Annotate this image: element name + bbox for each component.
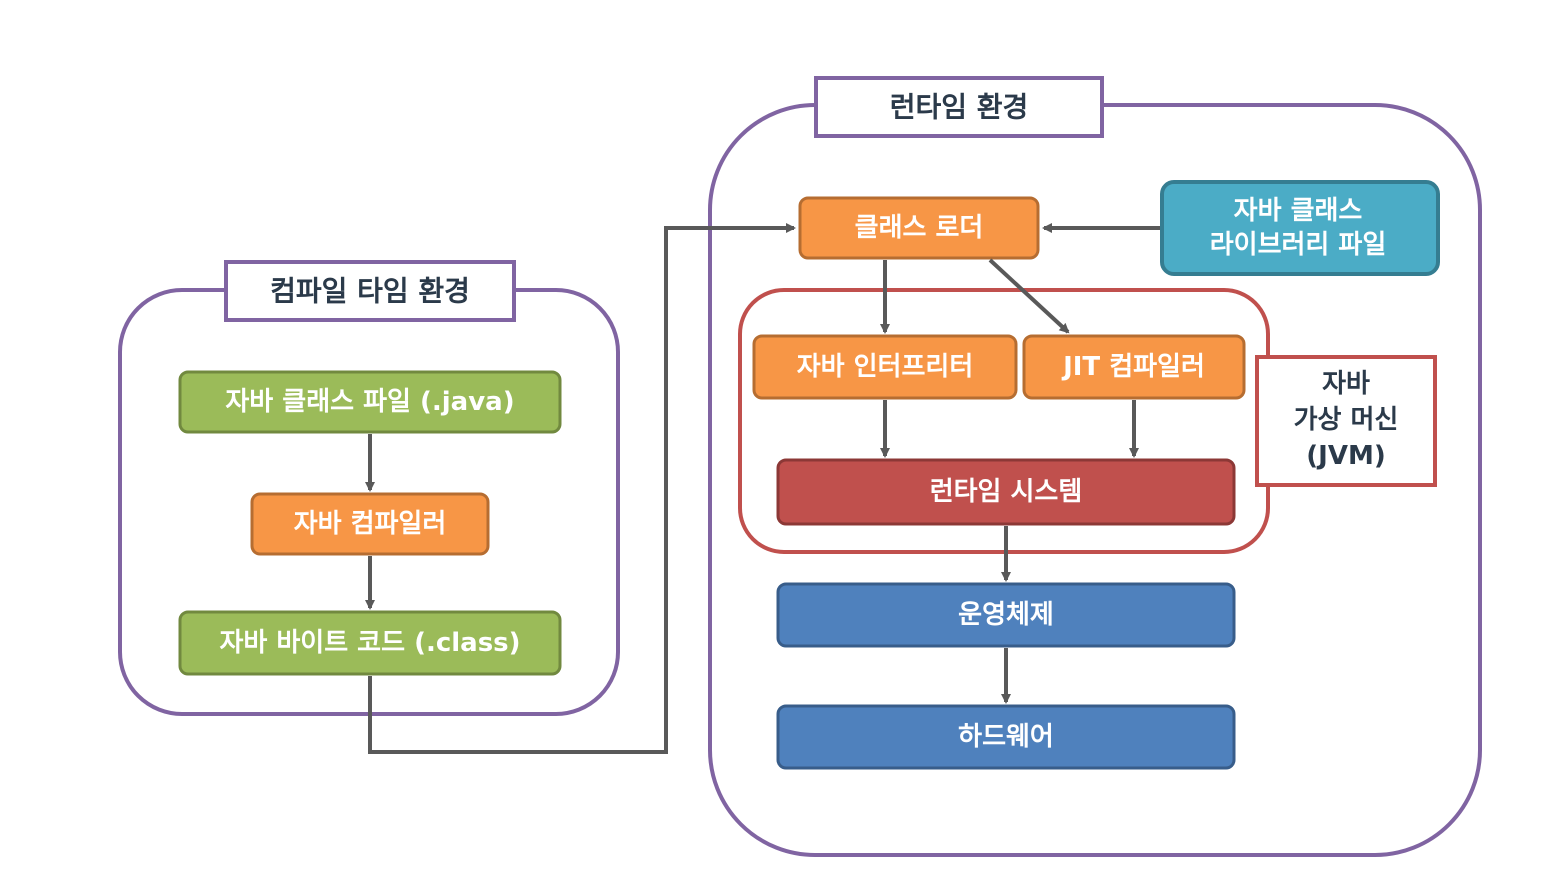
arrow-bytecode-to-class-loader: [368, 223, 796, 754]
jvm-label-line2: 가상 머신: [1294, 405, 1399, 435]
jit-compiler-label: JIT 컴파일러: [1061, 352, 1205, 382]
java-source-file-label: 자바 클래스 파일 (.java): [225, 387, 514, 417]
class-library-box: [1160, 180, 1440, 276]
runtime-environment: 런타임 환경 자바 가상 머신 (JVM) 클래스 로더 자바 클래스 라이브러…: [708, 76, 1482, 857]
java-interpreter-box: [752, 334, 1018, 400]
java-compiler-box: [250, 492, 490, 556]
runtime-env-title-box: [814, 76, 1104, 138]
arrow-loader-to-jit: [988, 258, 1070, 334]
runtime-system-box: [776, 458, 1236, 526]
java-interpreter-label: 자바 인터프리터: [797, 352, 974, 382]
jit-compiler-box: [1022, 334, 1246, 400]
hardware-label: 하드웨어: [958, 722, 1054, 752]
class-loader-box: [798, 196, 1040, 260]
operating-system-label: 운영체제: [958, 600, 1054, 630]
compile-time-environment: 컴파일 타임 환경 자바 클래스 파일 (.java) 자바 컴파일러 자바 바…: [118, 260, 620, 716]
compile-env-title-box: [224, 260, 516, 322]
java-bytecode-box: [178, 610, 562, 676]
operating-system-box: [776, 582, 1236, 648]
runtime-system-label: 런타임 시스템: [930, 477, 1083, 507]
class-loader-label: 클래스 로더: [855, 213, 984, 243]
class-library-label-line2: 라이브러리 파일: [1210, 230, 1387, 260]
compile-env-title: 컴파일 타임 환경: [270, 275, 470, 308]
runtime-env-title: 런타임 환경: [890, 91, 1029, 124]
jvm-label-box: [1255, 355, 1437, 487]
connectors: [365, 223, 1160, 754]
java-bytecode-label: 자바 바이트 코드 (.class): [219, 628, 520, 658]
java-compiler-label: 자바 컴파일러: [294, 509, 447, 539]
class-library-label-line1: 자바 클래스: [1234, 196, 1363, 226]
jvm-label-line1: 자바: [1322, 369, 1370, 399]
java-source-file-box: [178, 370, 562, 434]
hardware-box: [776, 704, 1236, 770]
jvm-label-line3: (JVM): [1306, 441, 1385, 471]
